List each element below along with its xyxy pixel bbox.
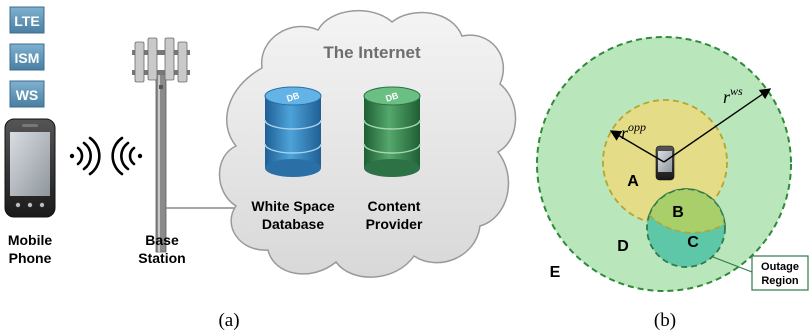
outage-label-line1: Outage bbox=[761, 261, 799, 273]
region-a-label: A bbox=[627, 173, 639, 190]
caption-a: (a) bbox=[218, 310, 239, 331]
region-e-label: E bbox=[550, 264, 561, 281]
band-label-ism: ISM bbox=[9, 43, 45, 71]
region-d-label: D bbox=[617, 238, 629, 255]
band-ism-text: ISM bbox=[15, 50, 40, 66]
region-b-label: B bbox=[672, 204, 684, 221]
caption-b: (b) bbox=[654, 310, 676, 331]
cloud-title: The Internet bbox=[323, 43, 421, 62]
radius-opp-label: ropp bbox=[621, 120, 646, 143]
signal-waves-icon bbox=[111, 136, 143, 176]
region-c-label: C bbox=[687, 234, 699, 251]
radius-ws-arrow bbox=[663, 88, 772, 163]
tower-label-line2: Station bbox=[138, 250, 185, 266]
band-label-ws: WS bbox=[9, 80, 45, 108]
smartphone-icon bbox=[655, 145, 675, 181]
band-ws-text: WS bbox=[16, 87, 39, 103]
panel-b: ropp rws A B C D E Outage Region (b) bbox=[536, 36, 809, 331]
db1-label-line1: White Space bbox=[251, 198, 334, 214]
phone-label-line1: Mobile bbox=[8, 232, 53, 248]
db1-label-line2: Database bbox=[262, 216, 324, 232]
signal-waves-icon bbox=[69, 136, 101, 176]
panel-a: LTE ISM WS Mobile Phone bbox=[4, 6, 517, 331]
outage-callout-box bbox=[751, 255, 809, 291]
db2-icon-text: DB bbox=[384, 90, 400, 104]
phone-label-line2: Phone bbox=[9, 250, 52, 266]
outage-callout-line bbox=[712, 256, 753, 273]
db1-icon-text: DB bbox=[285, 90, 301, 104]
tower-label-line1: Base bbox=[145, 232, 179, 248]
band-lte-text: LTE bbox=[14, 13, 39, 29]
radius-ws-label: rws bbox=[723, 84, 743, 107]
database-icon: DB bbox=[363, 86, 421, 177]
overlap-region-b bbox=[649, 189, 725, 233]
smartphone-icon bbox=[4, 118, 56, 218]
radius-opp-arrow bbox=[609, 130, 665, 163]
db2-label-line2: Provider bbox=[366, 216, 423, 232]
outage-label-line2: Region bbox=[761, 275, 799, 287]
db2-label-line1: Content bbox=[368, 198, 421, 214]
cell-tower-icon bbox=[132, 37, 190, 253]
database-icon: DB bbox=[264, 86, 322, 177]
band-label-lte: LTE bbox=[9, 6, 45, 34]
